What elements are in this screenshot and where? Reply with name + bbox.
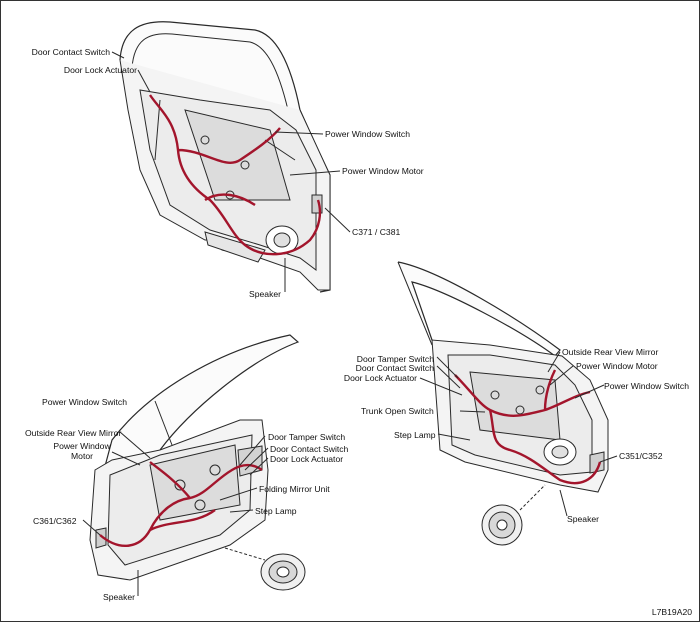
right-front-door (397, 261, 618, 546)
rear-door-harness (149, 94, 322, 256)
label-lf-power-window-motor-line1: Power Window (53, 441, 111, 451)
label-rear-speaker: Speaker (249, 289, 282, 299)
label-lf-power-window-motor-line2: Motor (71, 451, 93, 461)
label-rear-power-window-switch: Power Window Switch (325, 129, 411, 139)
leader (274, 131, 324, 135)
label-rear-door-lock-actuator: Door Lock Actuator (63, 65, 137, 75)
label-lf-door-contact-switch: Door Contact Switch (270, 444, 349, 454)
leader (289, 170, 341, 176)
lf-window-frame (99, 334, 300, 486)
label-rf-power-window-switch: Power Window Switch (604, 381, 690, 391)
label-lf-outside-mirror: Outside Rear View Mirror (25, 428, 122, 438)
label-lf-folding-mirror-unit: Folding Mirror Unit (259, 484, 330, 494)
rear-door (111, 21, 351, 293)
label-rf-power-window-motor: Power Window Motor (576, 361, 658, 371)
label-lf-door-tamper-switch: Door Tamper Switch (268, 432, 346, 442)
left-front-door (82, 334, 306, 596)
label-rf-speaker: Speaker (567, 514, 600, 524)
label-rf-door-contact-switch: Door Contact Switch (355, 363, 434, 373)
label-rear-connector: C371 / C381 (352, 227, 401, 237)
label-rf-door-lock-actuator: Door Lock Actuator (343, 373, 417, 383)
label-rear-power-window-motor: Power Window Motor (342, 166, 424, 176)
label-lf-power-window-switch: Power Window Switch (42, 397, 128, 407)
label-lf-power-window-motor: Power Window Motor (50, 441, 114, 461)
leader (111, 51, 125, 59)
rear-door-window-inner (131, 33, 306, 149)
label-rf-door-tamper-switch: Door Tamper Switch (356, 354, 434, 364)
figure-id: L7B19A20 (651, 607, 692, 617)
label-rear-door-contact-switch: Door Contact Switch (31, 47, 110, 57)
label-rf-trunk-open-switch: Trunk Open Switch (361, 406, 434, 416)
label-rf-step-lamp: Step Lamp (394, 430, 436, 440)
label-lf-step-lamp: Step Lamp (255, 506, 297, 516)
label-lf-connector: C361/C362 (33, 516, 77, 526)
label-rf-outside-mirror: Outside Rear View Mirror (562, 347, 659, 357)
label-lf-speaker: Speaker (103, 592, 136, 602)
leader (324, 207, 351, 233)
leader (137, 69, 151, 93)
rear-door-regulator (184, 109, 291, 201)
rf-harness (454, 369, 602, 485)
label-rf-connector: C351/C352 (619, 451, 663, 461)
lf-harness (99, 461, 263, 548)
rf-window-frame (397, 261, 561, 357)
label-lf-door-lock-actuator: Door Lock Actuator (270, 454, 344, 464)
